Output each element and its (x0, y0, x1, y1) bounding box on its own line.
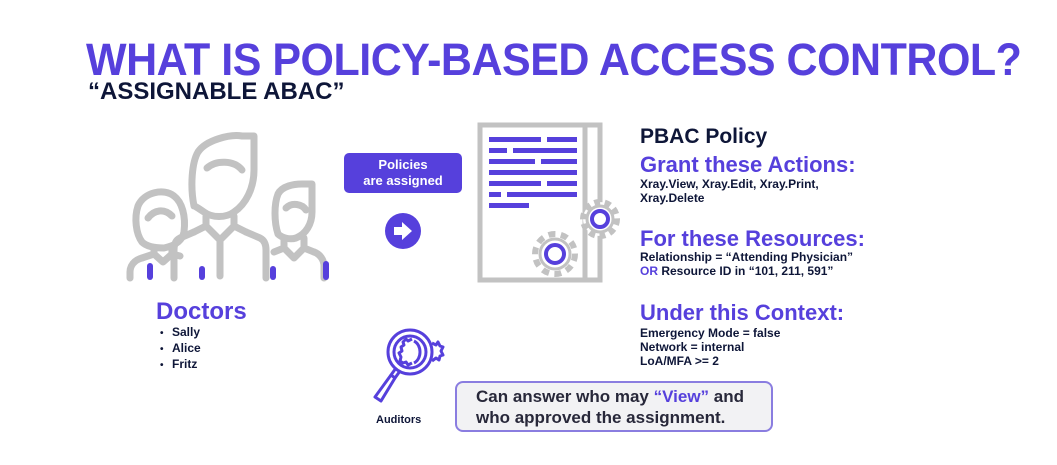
context-line-1: Emergency Mode = false (640, 326, 781, 340)
audit-callout: Can answer who may “View” and who approv… (455, 381, 773, 432)
callout-text: Can answer who may (476, 387, 654, 406)
doctors-list: Sally Alice Fritz (160, 325, 201, 373)
callout-line-2: who approved the assignment. (476, 408, 726, 427)
doctor-item: Fritz (160, 357, 201, 373)
actions-line-1: Xray.View, Xray.Edit, Xray.Print, (640, 177, 819, 191)
callout-text-end: and (709, 387, 745, 406)
callout-highlight: “View” (653, 387, 710, 406)
callout-line-1: Can answer who may “View” and (476, 386, 771, 407)
context-heading: Under this Context: (640, 300, 845, 325)
assign-line-2: are assigned (363, 173, 443, 188)
doctor-item: Alice (160, 341, 201, 357)
resources-heading: For these Resources: (640, 226, 865, 251)
context-line-3: LoA/MFA >= 2 (640, 354, 719, 368)
magnifier-gear-icon (373, 328, 445, 403)
document-gears-icon (477, 122, 620, 283)
page-title: WHAT IS POLICY-BASED ACCESS CONTROL? (86, 34, 1022, 85)
people-group-icon (126, 132, 329, 282)
policy-heading: PBAC Policy (640, 125, 768, 148)
doctors-heading: Doctors (156, 298, 247, 325)
page-subtitle: “ASSIGNABLE ABAC” (88, 78, 345, 105)
auditors-label: Auditors (376, 414, 422, 426)
context-line-2: Network = internal (640, 340, 745, 354)
arrow-right-circle-icon (385, 213, 421, 249)
or-keyword: OR (640, 264, 658, 278)
resources-line-2: OR Resource ID in “101, 211, 591” (640, 264, 833, 278)
policies-assigned-label: Policies are assigned (344, 153, 462, 193)
resources-line-1: Relationship = “Attending Physician” (640, 250, 854, 264)
actions-heading: Grant these Actions: (640, 152, 856, 177)
resources-line-2-rest: Resource ID in “101, 211, 591” (658, 264, 834, 278)
assign-line-1: Policies (378, 157, 428, 172)
actions-line-2: Xray.Delete (640, 191, 705, 205)
doctor-item: Sally (160, 325, 201, 341)
